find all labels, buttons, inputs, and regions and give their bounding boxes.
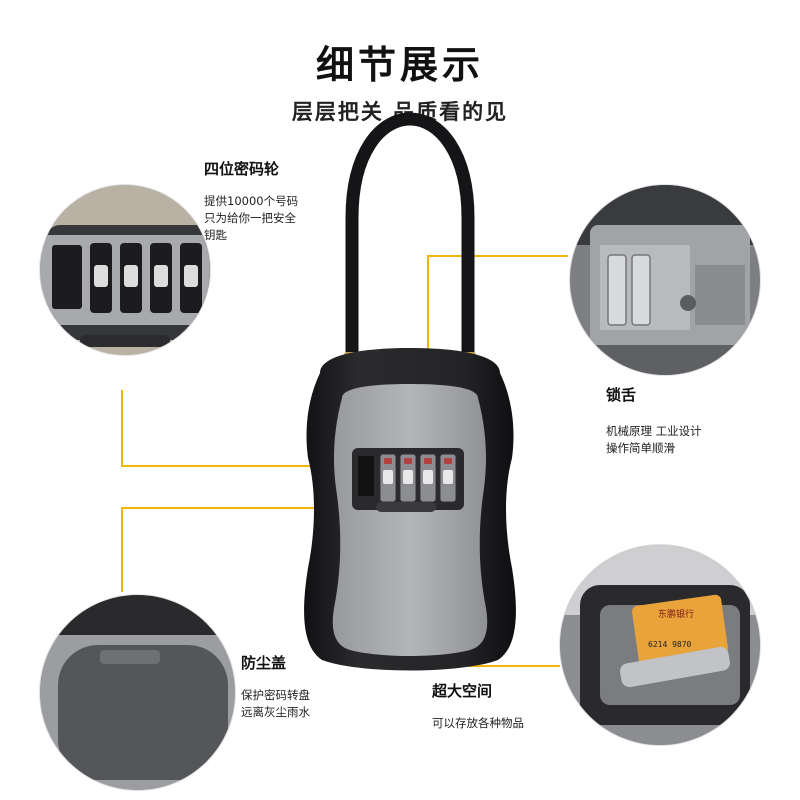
- card-bank-name: 东鹏银行: [658, 608, 694, 620]
- lock-box-product-image: [304, 112, 516, 671]
- feature-desc-line: 远离灰尘雨水: [241, 705, 310, 719]
- dust-cover-closeup: [40, 595, 235, 790]
- detail-circle-dust-cover: [40, 595, 235, 790]
- feature-dust-cover: 防尘盖 保护密码转盘 远离灰尘雨水: [241, 652, 310, 721]
- feature-desc-line: 只为给你一把安全: [204, 211, 296, 225]
- detail-circle-storage: 东鹏银行 6214 9870: [560, 545, 760, 745]
- latch-closeup: [570, 185, 760, 375]
- storage-closeup: 东鹏银行 6214 9870: [560, 545, 760, 745]
- feature-title: 四位密码轮: [204, 160, 280, 178]
- feature-desc-line: 可以存放各种物品: [432, 716, 524, 730]
- feature-storage: 超大空间 可以存放各种物品: [432, 680, 524, 732]
- card-number: 6214 9870: [648, 640, 692, 649]
- feature-title: 防尘盖: [241, 654, 287, 672]
- callout-line-dust: [121, 507, 406, 592]
- feature-combo-wheels: 四位密码轮 提供10000个号码 只为给你一把安全 钥匙: [204, 158, 298, 244]
- detail-circle-combo-wheels: [40, 185, 210, 355]
- feature-desc-line: 操作简单顺滑: [606, 441, 675, 455]
- combo-wheels-closeup: [40, 185, 210, 355]
- feature-title: 锁舌: [606, 386, 637, 404]
- callout-line-combo: [121, 390, 384, 467]
- feature-title: 超大空间: [432, 682, 493, 700]
- feature-desc-line: 钥匙: [204, 228, 227, 242]
- feature-desc-line: 机械原理 工业设计: [606, 424, 702, 438]
- feature-desc-line: 提供10000个号码: [204, 194, 299, 208]
- detail-circle-latch: [570, 185, 760, 375]
- feature-latch: 锁舌 机械原理 工业设计 操作简单顺滑: [606, 384, 702, 457]
- feature-desc-line: 保护密码转盘: [241, 688, 310, 702]
- page-title: 细节展示: [315, 43, 484, 87]
